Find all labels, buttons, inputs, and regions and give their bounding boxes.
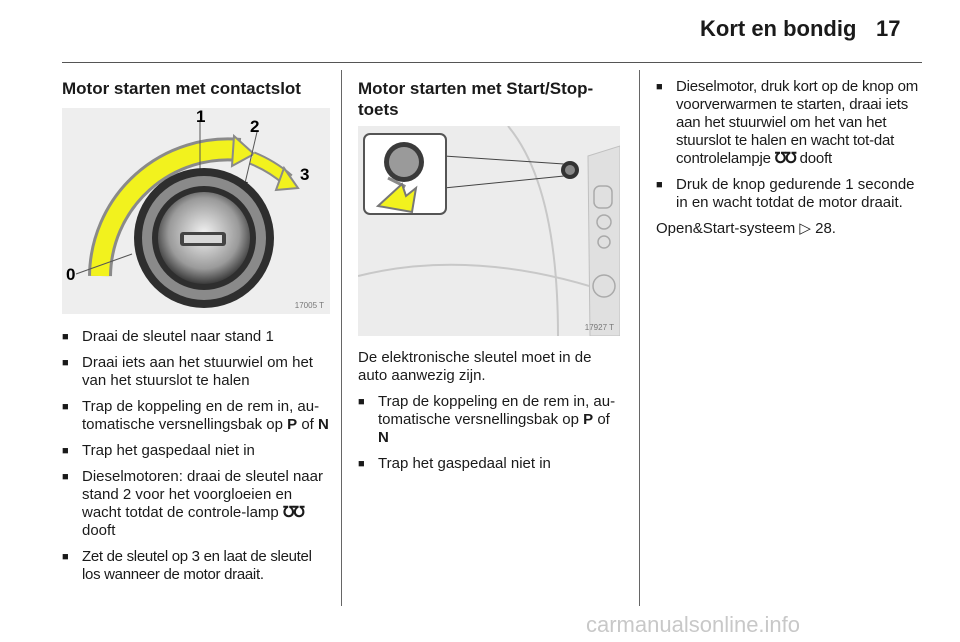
ignition-drawing: 1 2 3 0 xyxy=(66,107,309,308)
list-item: Trap het gaspedaal niet in xyxy=(358,455,623,473)
section-title-ignition: Motor starten met contactslot xyxy=(62,79,301,98)
column-divider-2 xyxy=(639,70,640,606)
watermark: carmanualsonline.info xyxy=(586,612,801,637)
section-title-start-stop: Motor starten met Start/Stop-toets xyxy=(358,79,594,119)
page-number: 17 xyxy=(876,16,901,41)
start-stop-steps: De elektronische sleutel moet in de auto… xyxy=(358,349,623,481)
position-label-3: 3 xyxy=(300,165,309,184)
diesel-steps: Dieselmotor, druk kort op de knop om voo… xyxy=(656,78,922,246)
gear-p: P xyxy=(287,416,298,433)
header-divider xyxy=(62,62,922,63)
list-item: Trap de koppeling en de rem in, au-tomat… xyxy=(62,398,330,434)
start-stop-drawing xyxy=(357,125,621,337)
figure-code: 17005 T xyxy=(294,301,324,310)
position-label-2: 2 xyxy=(250,117,259,136)
intro-text: De elektronische sleutel moet in de auto… xyxy=(358,349,592,384)
glow-plug-icon: ℧℧ xyxy=(774,150,797,167)
gear-n: N xyxy=(378,429,389,446)
list-item: Trap het gaspedaal niet in xyxy=(62,442,330,460)
list-item: Trap de koppeling en de rem in, au-tomat… xyxy=(358,393,623,447)
column-divider-1 xyxy=(341,70,342,606)
glow-plug-icon: ℧℧ xyxy=(282,504,305,521)
list-item: Draai de sleutel naar stand 1 xyxy=(62,328,330,346)
ignition-steps: Draai de sleutel naar stand 1 Draai iets… xyxy=(62,328,330,592)
position-label-0: 0 xyxy=(66,265,75,284)
list-item: Zet de sleutel op 3 en laat de sleutel l… xyxy=(62,548,330,584)
list-item: Draai iets aan het stuurwiel om het van … xyxy=(62,354,330,390)
position-label-1: 1 xyxy=(196,108,205,126)
start-stop-illustration: 17927 T xyxy=(357,125,621,337)
cross-reference: Open&Start-systeem ▷ 28. xyxy=(656,220,836,237)
ignition-illustration: 1 2 3 0 17005 T xyxy=(62,107,330,314)
list-item: Dieselmotor, druk kort op de knop om voo… xyxy=(656,78,922,168)
list-item: Dieselmotoren: draai de sleutel naar sta… xyxy=(62,468,330,540)
page-header-title: Kort en bondig xyxy=(700,16,857,41)
list-item: Druk de knop gedurende 1 seconde in en w… xyxy=(656,176,922,212)
figure-code: 17927 T xyxy=(584,323,614,332)
page-ref-arrow-icon: ▷ xyxy=(799,220,811,237)
gear-n: N xyxy=(318,416,329,433)
gear-p: P xyxy=(583,411,594,428)
